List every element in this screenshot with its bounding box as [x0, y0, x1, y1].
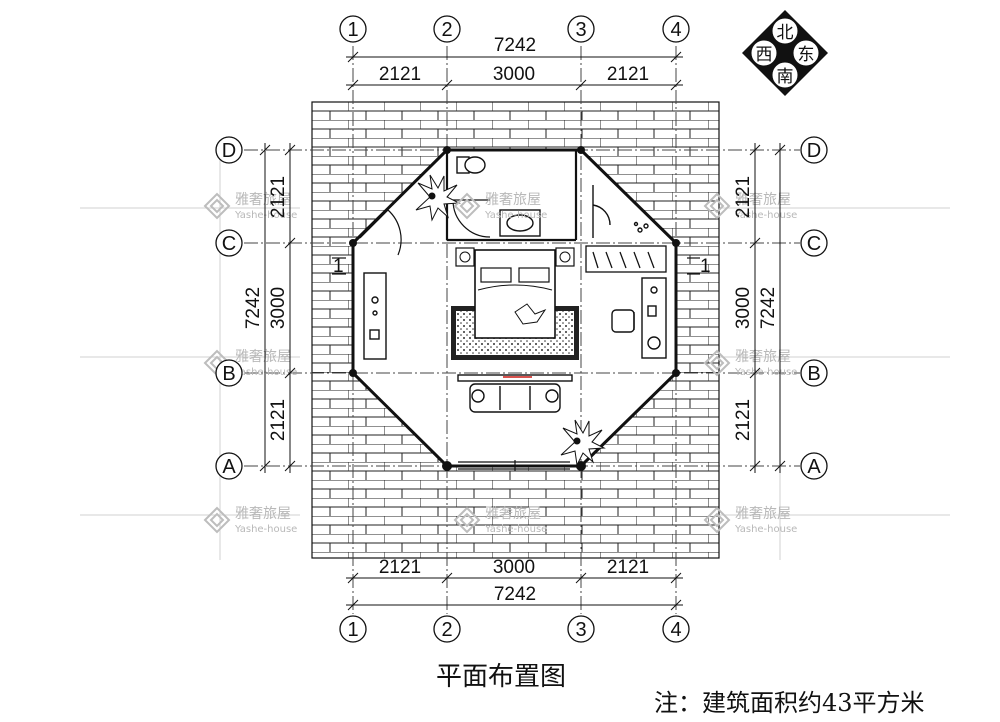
- watermark-logo-icon: [453, 192, 481, 220]
- front-glazing: [458, 460, 570, 471]
- dimension-lines: [259, 51, 786, 611]
- watermark-br: 雅奢旅屋 Yashe-house: [703, 506, 797, 535]
- dim-right-total: 7242: [758, 287, 779, 329]
- exterior-walls: [351, 148, 678, 468]
- svg-text:雅奢旅屋: 雅奢旅屋: [485, 192, 541, 208]
- svg-text:雅奢旅屋: 雅奢旅屋: [235, 349, 291, 365]
- wash-basin: [499, 209, 541, 237]
- dim-left-seg-3: 2121: [268, 399, 289, 441]
- dim-top-total: 7242: [494, 35, 536, 56]
- dim-top-seg-2: 3000: [493, 64, 535, 85]
- compass-north: 北: [777, 23, 794, 43]
- axis-col-3-bottom: 3: [575, 619, 586, 641]
- axis-row-c-right: C: [807, 233, 821, 255]
- watermark-logo-icon: [203, 192, 231, 220]
- watermark-logo-icon: [703, 192, 731, 220]
- section-marks: [332, 257, 700, 275]
- axis-col-3-top: 3: [575, 19, 586, 41]
- svg-text:Yashe-house: Yashe-house: [734, 367, 797, 378]
- axis-col-2-top: 2: [441, 19, 452, 41]
- svg-text:Yashe-house: Yashe-house: [734, 524, 797, 535]
- watermark-bl: 雅奢旅屋 Yashe-house: [203, 506, 297, 535]
- axis-row-d-left: D: [222, 140, 236, 162]
- axis-row-b-left: B: [222, 363, 235, 385]
- dim-top-seg-1: 2121: [379, 64, 421, 85]
- dim-bottom-total: 7242: [494, 584, 536, 605]
- dim-right-seg-3: 2121: [733, 399, 754, 441]
- svg-text:雅奢旅屋: 雅奢旅屋: [735, 192, 791, 208]
- svg-text:Yashe-house: Yashe-house: [734, 210, 797, 221]
- desk-chair: [611, 309, 635, 333]
- dim-top-seg-3: 2121: [607, 64, 649, 85]
- sofa: [457, 374, 573, 413]
- svg-text:雅奢旅屋: 雅奢旅屋: [735, 349, 791, 365]
- watermark-logo-icon: [203, 506, 231, 534]
- axis-col-4-bottom: 4: [670, 619, 681, 641]
- axis-row-b-right: B: [807, 363, 820, 385]
- dim-left-seg-2: 3000: [268, 287, 289, 329]
- bathroom-door: [452, 199, 491, 238]
- wardrobe: [585, 245, 667, 273]
- axis-row-c-left: C: [222, 233, 236, 255]
- plant-north: [415, 174, 461, 222]
- axis-col-1-bottom: 1: [347, 619, 358, 641]
- dim-right-seg-2: 3000: [733, 287, 754, 329]
- plant-south: [560, 419, 606, 467]
- watermarks: 雅奢旅屋 Yashe-house 雅奢旅屋 Yashe-house 雅奢旅屋 Y…: [203, 192, 797, 535]
- dim-left-total: 7242: [243, 287, 264, 329]
- axis-bubbles: [215, 15, 828, 643]
- svg-text:雅奢旅屋: 雅奢旅屋: [235, 506, 291, 522]
- watermark-tc: 雅奢旅屋 Yashe-house: [453, 192, 547, 221]
- compass-east: 东: [798, 45, 815, 65]
- watermark-logo-icon: [453, 506, 481, 534]
- svg-text:雅奢旅屋: 雅奢旅屋: [235, 192, 291, 208]
- watermark-bc: 雅奢旅屋 Yashe-house: [453, 506, 547, 535]
- axis-col-1-top: 1: [347, 19, 358, 41]
- dim-bottom-seg-3: 2121: [607, 557, 649, 578]
- svg-text:雅奢旅屋: 雅奢旅屋: [485, 506, 541, 522]
- desk: [641, 277, 667, 359]
- plan-title: 平面布置图: [436, 662, 567, 692]
- axis-row-a-left: A: [222, 456, 236, 478]
- dim-bottom-seg-1: 2121: [379, 557, 421, 578]
- dim-bottom-seg-2: 3000: [493, 557, 535, 578]
- svg-text:Yashe-house: Yashe-house: [484, 524, 547, 535]
- watermark-tl: 雅奢旅屋 Yashe-house: [203, 192, 297, 221]
- toilet: [456, 156, 486, 174]
- svg-text:Yashe-house: Yashe-house: [484, 210, 547, 221]
- watermark-logo-icon: [703, 349, 731, 377]
- bed-group: [451, 247, 579, 360]
- entry-door: [359, 209, 402, 256]
- watermark-tr: 雅奢旅屋 Yashe-house: [703, 192, 797, 221]
- left-cabinet: [363, 272, 387, 360]
- compass-south: 南: [777, 67, 794, 87]
- svg-text:Yashe-house: Yashe-house: [234, 524, 297, 535]
- shower: [592, 185, 649, 238]
- watermark-mr: 雅奢旅屋 Yashe-house: [703, 349, 797, 378]
- axis-col-4-top: 4: [670, 19, 681, 41]
- axis-row-d-right: D: [807, 140, 821, 162]
- svg-text:Yashe-house: Yashe-house: [234, 367, 297, 378]
- watermark-logo-icon: [703, 506, 731, 534]
- axis-col-2-bottom: 2: [441, 619, 452, 641]
- section-mark-left: 1: [333, 256, 344, 277]
- compass-west: 西: [756, 45, 773, 65]
- svg-text:Yashe-house: Yashe-house: [234, 210, 297, 221]
- dim-right-seg-1: 2121: [733, 176, 754, 218]
- area-note: 注：建筑面积约43平方米: [654, 689, 925, 717]
- section-mark-right: 1: [700, 256, 711, 277]
- compass-icon: 北 南 西 东: [742, 10, 828, 96]
- axis-row-a-right: A: [807, 456, 821, 478]
- dim-left-seg-1: 2121: [268, 176, 289, 218]
- svg-text:雅奢旅屋: 雅奢旅屋: [735, 506, 791, 522]
